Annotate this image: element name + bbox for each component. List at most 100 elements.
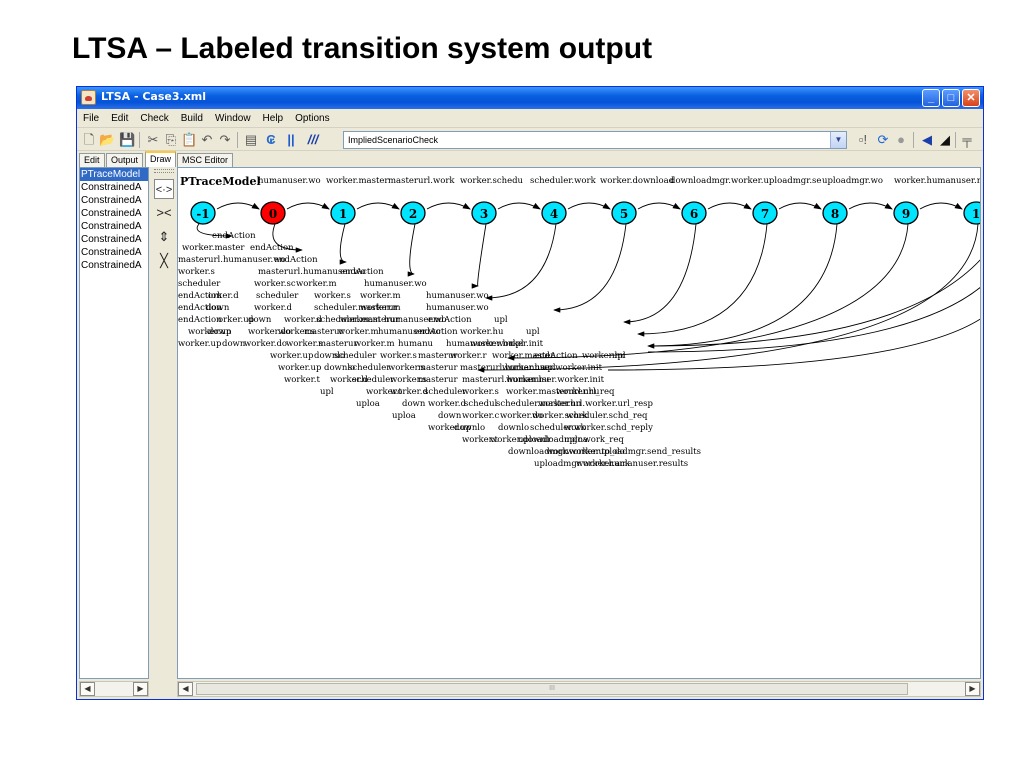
list-item[interactable]: PTraceModel [80,168,148,181]
maximize-button[interactable]: □ [942,89,960,107]
toolbar-grip[interactable] [154,169,174,173]
list-item[interactable]: ConstrainedA [81,182,142,193]
tab-draw[interactable]: Draw [145,151,177,167]
state-circle [681,201,707,225]
transition-label: upl [510,339,524,349]
menu-build[interactable]: Build [180,112,203,124]
list-item[interactable]: ConstrainedA [81,208,142,219]
new-file-icon[interactable]: 🗋 [83,132,95,147]
scroll-right-icon[interactable]: ▶ [965,682,980,696]
list-item[interactable]: ConstrainedA [81,234,142,245]
progress-check-icon[interactable]: ⟳ [877,132,889,147]
tab-edit[interactable]: Edit [79,153,105,167]
transition-label: downloadmgr.worker.to_do [508,447,625,457]
transition-label: worker.hu [506,375,550,385]
state-node[interactable]: 3 [471,201,497,225]
back-edge [637,223,768,337]
state-node[interactable]: 2 [400,201,426,225]
state-node[interactable]: 4 [541,201,567,225]
transition-edge [919,202,963,210]
scroll-left-icon[interactable]: ◀ [80,682,95,696]
canvas-hscrollbar[interactable]: ◀ III ▶ [177,681,981,697]
state-node[interactable]: 7 [752,201,778,225]
scroll-right-icon[interactable]: ▶ [133,682,148,696]
expand-horizontal-icon[interactable]: <·> [154,179,174,199]
transition-label: worker.m [354,339,395,349]
transition-label: uploa [356,399,380,409]
transition-label: worker.hu [460,327,504,337]
transition-label: worker.d [284,315,322,325]
transition-label: down [438,411,462,421]
safety-check-icon[interactable]: ▫! [858,132,868,147]
state-node[interactable]: 1 [330,201,356,225]
transition-label: uploadmgr.worker.ack [534,459,631,469]
chevron-down-icon[interactable]: ▼ [830,132,846,148]
shrink-horizontal-icon[interactable]: >< [156,205,172,220]
menu-file[interactable]: File [83,112,100,124]
list-item[interactable]: ConstrainedA [81,247,142,258]
scroll-left-icon[interactable]: ◀ [178,682,193,696]
state-node[interactable]: 5 [611,201,637,225]
transition-label: humanuser.wo [384,315,447,325]
list-hscrollbar[interactable]: ◀ ▶ [79,681,149,697]
menu-check[interactable]: Check [140,112,169,124]
undo-icon[interactable]: ↶ [201,132,213,147]
shrink-vertical-icon[interactable]: ╳ [160,253,168,268]
transition-label: masterur [418,351,458,361]
list-item[interactable]: ConstrainedA [81,260,142,271]
menu-options[interactable]: Options [295,112,330,124]
back-icon[interactable]: ◀ [922,132,932,147]
transition-label: scheduler [256,291,299,301]
transition-label: worker.c [462,411,499,421]
list-item[interactable]: ConstrainedA [81,195,142,206]
menu-window[interactable]: Window [214,112,251,124]
window-list-icon[interactable]: ▤ [244,132,258,147]
state-node[interactable]: 1 [963,201,981,225]
tab-msc-editor[interactable]: MSC Editor [177,153,234,167]
parallel-icon[interactable]: || [287,132,295,147]
transition-label: scheduler [178,279,221,289]
state-node[interactable]: 8 [822,201,848,225]
align-icon[interactable]: ╤ [962,132,972,147]
forward-icon[interactable]: ◢ [940,132,950,147]
state-node[interactable]: -1 [190,201,216,225]
scroll-thumb[interactable]: III [196,683,908,695]
open-file-icon[interactable]: 📂 [99,132,116,147]
state-circle [330,201,356,225]
transition-label: worker.m [360,303,401,313]
redo-icon[interactable]: ↷ [219,132,231,147]
transition-label: scheduler.masterur [314,303,399,313]
transition-label: worker.s [178,267,215,277]
list-item[interactable]: ConstrainedA [81,221,142,232]
window-titlebar[interactable]: LTSA - Case3.xml _ □ ✕ [77,87,983,109]
compile-icon[interactable]: ₢ [266,132,276,147]
transition-label: worker.d [254,303,292,313]
menu-help[interactable]: Help [262,112,284,124]
minimise-icon[interactable]: /// [307,132,319,147]
transition-label: humanuser.wo [258,176,321,186]
transition-label: worker.up [178,339,222,349]
target-select-value: ImpliedScenarioCheck [348,135,439,145]
transition-edge [356,202,400,210]
menu-edit[interactable]: Edit [111,112,129,124]
transition-label: masterur [418,363,458,373]
tab-output[interactable]: Output [106,153,144,167]
transition-label: worker.do [500,411,543,421]
copy-icon[interactable]: ⎘ [165,132,177,147]
transition-label: humanuser.wo [426,291,489,301]
target-select[interactable]: ImpliedScenarioCheck ▼ [343,131,847,149]
paste-icon[interactable]: 📋 [181,132,198,147]
state-node[interactable]: 9 [893,201,919,225]
stop-icon[interactable]: ● [897,132,905,147]
state-node[interactable]: 0 [260,201,286,225]
minimize-button[interactable]: _ [922,89,940,107]
save-icon[interactable]: 💾 [119,132,136,147]
state-node[interactable]: 6 [681,201,707,225]
expand-vertical-icon[interactable]: ⇕ [158,229,170,244]
transition-label: humanuser.wo [364,279,427,289]
state-circle [893,201,919,225]
cut-icon[interactable]: ✂ [147,132,159,147]
close-button[interactable]: ✕ [962,89,980,107]
transition-label: humanuser.wo [426,303,489,313]
